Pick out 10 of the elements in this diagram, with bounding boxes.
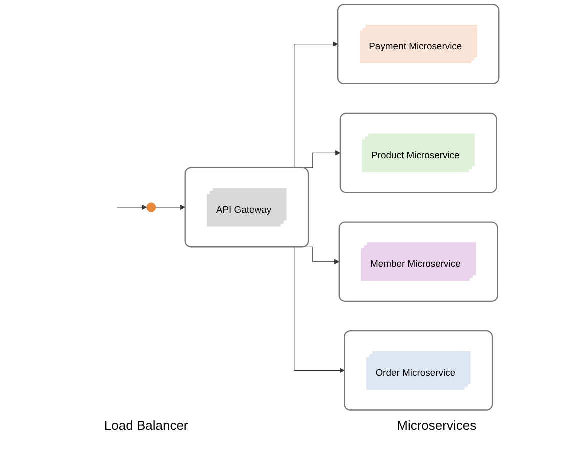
arrow: [117, 204, 148, 210]
cluster: [338, 222, 498, 302]
node-circle: [146, 202, 156, 212]
arrow: [156, 204, 186, 210]
caption-label: Load Balancer: [104, 418, 188, 433]
cluster: [184, 167, 310, 248]
caption-label: Microservices: [397, 418, 477, 433]
cluster: [344, 330, 494, 411]
cluster: [338, 4, 500, 85]
cluster: [340, 112, 498, 194]
